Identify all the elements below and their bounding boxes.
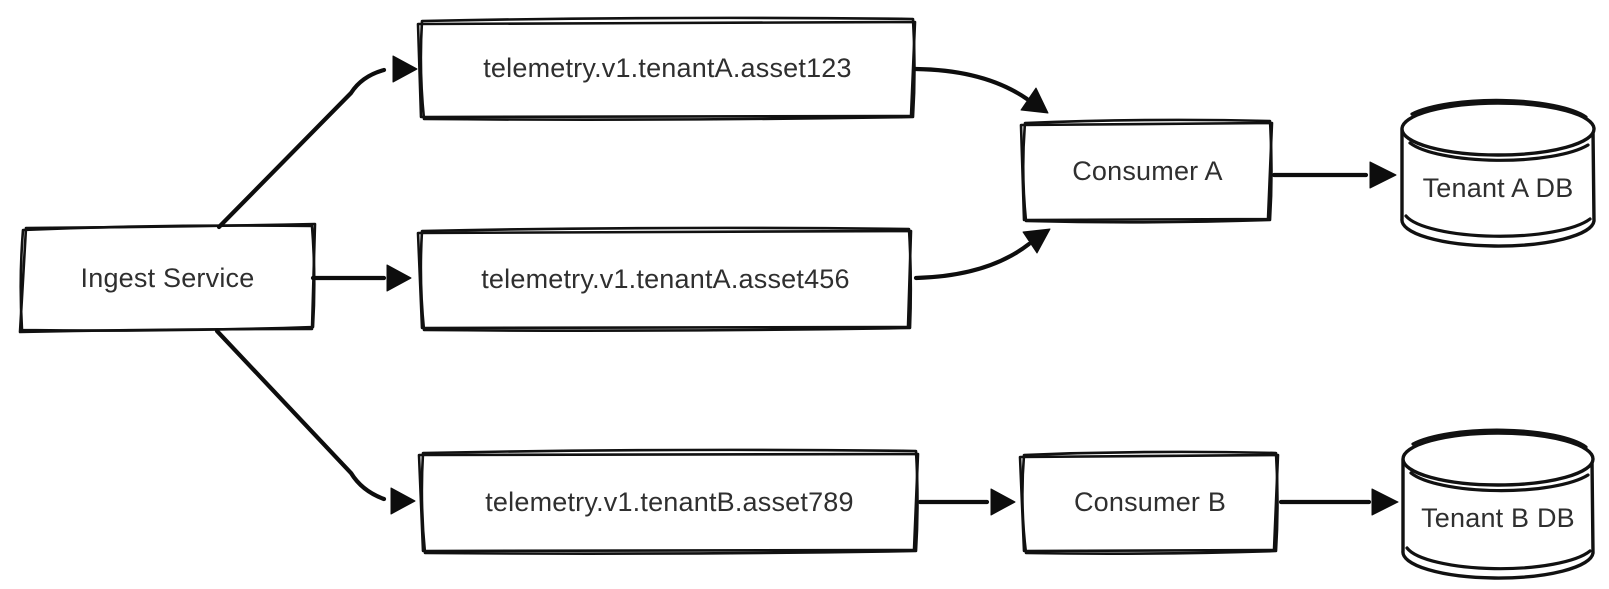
edge-ingest-to-topic-b789-arrow (214, 328, 416, 515)
edge-ingest-to-topic-a456-arrow (310, 264, 412, 292)
node-consumer-a-shape (1019, 118, 1274, 224)
node-consumer-b-shape (1018, 450, 1280, 555)
edge-consumer-b-to-tenant-b-db-arrow (1278, 488, 1399, 516)
edge-consumer-a-to-tenant-a-db-arrow (1271, 161, 1397, 189)
edge-topic-b789-to-consumer-b-arrow (917, 488, 1016, 516)
node-topic-tenant-a-asset456-shape (416, 226, 913, 332)
node-tenant-a-db-cylinder (1400, 98, 1596, 248)
node-topic-tenant-a-asset123-shape (416, 16, 917, 121)
node-ingest-service-shape (18, 222, 317, 334)
node-tenant-b-db-cylinder (1401, 428, 1595, 580)
edge-topic-a456-to-consumer-a-arrow (913, 228, 1051, 281)
edge-ingest-to-topic-a123-arrow (216, 55, 418, 230)
node-topic-tenant-b-asset789-shape (417, 448, 920, 555)
edge-topic-a123-to-consumer-a-arrow (913, 66, 1049, 114)
